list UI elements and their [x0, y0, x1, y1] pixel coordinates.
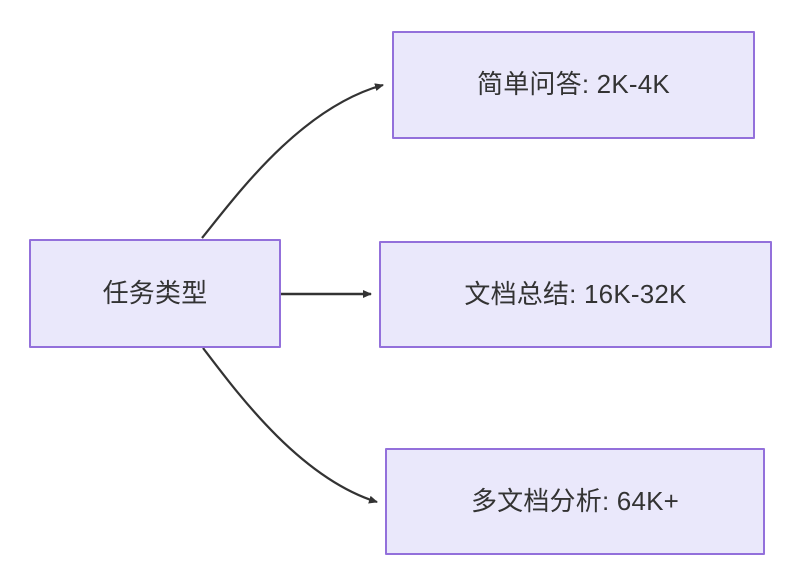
edge-source-simple-qa [201, 83, 384, 239]
node-multi-doc[interactable]: 多文档分析: 64K+ [385, 448, 765, 555]
node-simple-qa[interactable]: 简单问答: 2K-4K [392, 31, 755, 139]
node-task-type-label: 任务类型 [102, 277, 208, 308]
edge-source-multi-doc [202, 347, 378, 504]
node-simple-qa-label: 简单问答: 2K-4K [477, 69, 670, 100]
node-multi-doc-label: 多文档分析: 64K+ [470, 485, 680, 516]
node-task-type[interactable]: 任务类型 [29, 239, 281, 348]
node-doc-summary-label: 文档总结: 16K-32K [464, 278, 687, 309]
node-doc-summary[interactable]: 文档总结: 16K-32K [379, 241, 772, 348]
